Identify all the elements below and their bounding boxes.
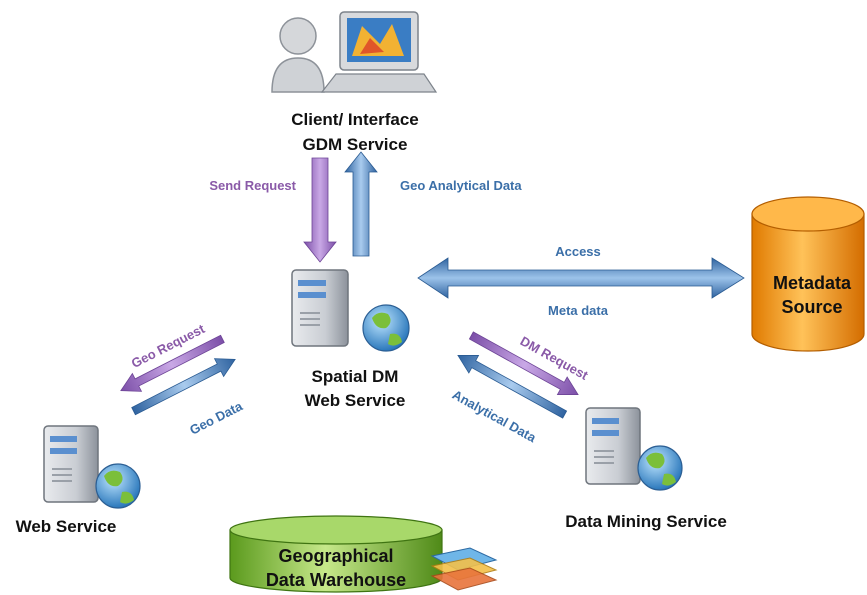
meta-data-label: Meta data — [548, 303, 609, 318]
geo-analytical-data-label: Geo Analytical Data — [400, 178, 522, 193]
warehouse-title-line2: Data Warehouse — [266, 570, 406, 590]
data-mining-server-icon — [585, 407, 641, 485]
web-service-title: Web Service — [16, 517, 117, 536]
dm-request-label: DM Request — [518, 333, 592, 383]
geo-request-arrow — [120, 334, 225, 392]
dm-request-arrow — [468, 331, 579, 395]
geo-analytical-data-arrow — [344, 151, 378, 257]
warehouse-title-line1: Geographical — [278, 546, 393, 566]
metadata-source-line2: Source — [781, 297, 842, 317]
metadata-source-line1: Metadata — [773, 273, 852, 293]
user-icon — [271, 17, 325, 93]
send-request-arrow — [303, 157, 337, 263]
client-title-line2: GDM Service — [303, 135, 408, 154]
data-mining-title: Data Mining Service — [565, 512, 727, 531]
geo-data-label: Geo Data — [187, 398, 245, 438]
spatial-dm-server-icon — [291, 269, 349, 347]
client-title-line1: Client/ Interface — [291, 110, 419, 129]
metadata-source-cylinder — [751, 196, 865, 352]
data-warehouse-cylinder — [229, 515, 443, 593]
web-service-globe-icon — [95, 463, 141, 509]
spatial-dm-title-line1: Spatial DM — [312, 367, 399, 386]
map-layers-icon — [430, 547, 498, 591]
data-mining-globe-icon — [637, 445, 683, 491]
geo-data-arrow — [131, 358, 236, 416]
analytical-data-arrow — [457, 355, 568, 419]
web-service-server-icon — [43, 425, 99, 503]
send-request-label: Send Request — [209, 178, 296, 193]
spatial-dm-globe-icon — [362, 304, 410, 352]
access-metadata-double-arrow — [417, 257, 745, 299]
spatial-dm-title-line2: Web Service — [305, 391, 406, 410]
access-label: Access — [555, 244, 601, 259]
computer-monitor-icon — [320, 11, 438, 93]
